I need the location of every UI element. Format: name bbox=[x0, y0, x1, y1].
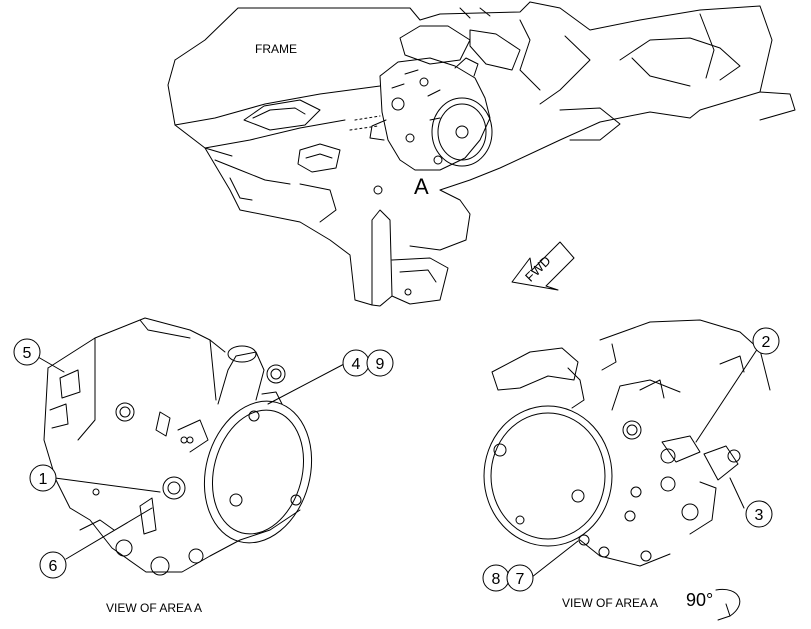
callout-2-label: 2 bbox=[762, 334, 771, 351]
callout-3: 3 bbox=[745, 500, 773, 528]
frame-label: FRAME bbox=[255, 42, 297, 56]
callout-7: 7 bbox=[506, 564, 534, 592]
callout-2: 2 bbox=[752, 327, 780, 355]
callout-5-label: 5 bbox=[23, 345, 32, 362]
callout-3-label: 3 bbox=[755, 507, 764, 524]
view-right-caption: VIEW OF AREA A bbox=[562, 596, 659, 610]
callout-9: 9 bbox=[366, 349, 394, 377]
callout-4-label: 4 bbox=[352, 356, 361, 373]
rotation-arrow-icon bbox=[715, 588, 741, 621]
callout-8-label: 8 bbox=[492, 571, 501, 588]
left-pump-view bbox=[43, 317, 313, 576]
callout-5: 5 bbox=[13, 338, 41, 366]
callout-4: 4 bbox=[342, 349, 370, 377]
callout-6: 6 bbox=[39, 551, 67, 579]
callout-7-label: 7 bbox=[516, 571, 525, 588]
fwd-label: FWD bbox=[522, 253, 554, 285]
callout-1: 1 bbox=[29, 464, 57, 492]
rotation-label: 90° bbox=[686, 590, 714, 610]
view-left-caption: VIEW OF AREA A bbox=[106, 601, 203, 615]
callout-8: 8 bbox=[482, 564, 510, 592]
frame-drawing bbox=[167, 1, 796, 307]
callout-9-label: 9 bbox=[376, 356, 385, 373]
callout-1-label: 1 bbox=[39, 471, 48, 488]
callout-leaders bbox=[37, 347, 759, 578]
area-a-label: A bbox=[414, 174, 429, 199]
fwd-arrow: FWD bbox=[511, 241, 575, 291]
callout-6-label: 6 bbox=[49, 558, 58, 575]
right-pump-view bbox=[483, 319, 771, 567]
top-pump-drawing bbox=[369, 57, 493, 171]
